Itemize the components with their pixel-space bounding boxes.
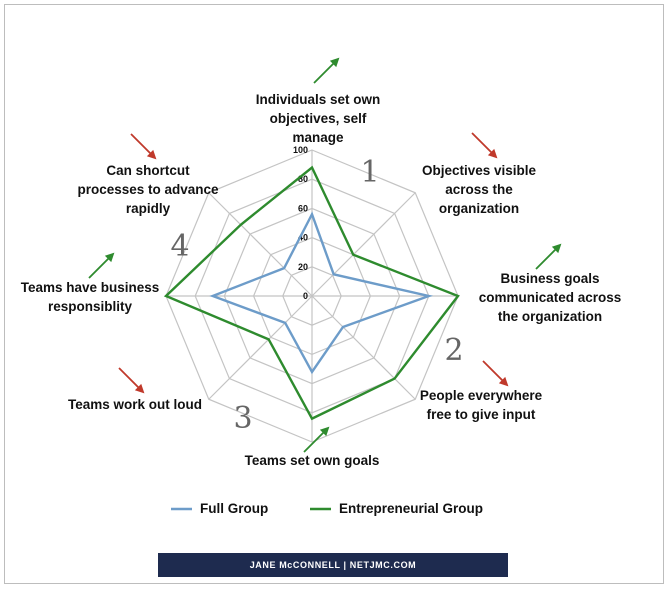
category-label: Individuals set own objectives, self manag…: [256, 92, 381, 145]
category-label-line: Teams have business: [21, 280, 160, 295]
grid-spoke: [311, 295, 416, 400]
category-label-line: Can shortcut: [106, 163, 190, 178]
category-label: Teams set own goals: [245, 453, 380, 468]
category-label-line: across the: [445, 182, 513, 197]
category-label-line: the organization: [498, 309, 602, 324]
quadrant-number: 3: [233, 401, 252, 436]
trend-arrow-down-icon: [118, 367, 145, 394]
trend-arrow-up-icon: [303, 426, 330, 453]
category-label: Teams have business responsiblity: [21, 280, 160, 314]
category-label-line: manage: [292, 130, 344, 145]
quadrant-number: 1: [360, 155, 379, 190]
category-label-line: responsiblity: [48, 299, 133, 314]
tick-label: 60: [298, 203, 308, 213]
arrow-head: [498, 376, 509, 387]
grid-spoke: [208, 192, 313, 297]
tick-label: 40: [298, 233, 308, 243]
trend-arrow-down-icon: [471, 132, 498, 159]
category-label-line: People everywhere: [420, 388, 543, 403]
trend-arrow-down-icon: [130, 133, 157, 160]
arrow-head: [487, 148, 498, 159]
category-label: Objectives visible across the organization: [422, 163, 537, 216]
arrow-head: [146, 149, 157, 160]
tick-label: 100: [293, 145, 308, 155]
arrow-head: [329, 57, 340, 68]
category-labels: Individuals set own objectives, self manag…: [21, 92, 622, 468]
category-label-line: Business goals: [500, 271, 599, 286]
trend-arrow-up-icon: [313, 57, 340, 84]
trend-arrow-up-icon: [88, 252, 115, 279]
category-label: People everywhere free to give input: [420, 388, 543, 422]
category-label-line: Objectives visible: [422, 163, 537, 178]
radial-tick-labels: 0 20 40 60 80 100: [293, 145, 308, 301]
category-label-line: rapidly: [126, 201, 171, 216]
legend: Full Group Entrepreneurial Group: [171, 501, 483, 516]
category-label-line: processes to advance: [77, 182, 219, 197]
arrow-head: [551, 243, 562, 254]
category-label-line: communicated across: [479, 290, 622, 305]
tick-label: 80: [298, 174, 308, 184]
category-label-line: Teams set own goals: [245, 453, 380, 468]
legend-label: Entrepreneurial Group: [339, 501, 483, 516]
legend-label: Full Group: [200, 501, 268, 516]
quadrant-number: 4: [170, 229, 189, 264]
category-label-line: objectives, self: [270, 111, 367, 126]
trend-arrow-up-icon: [535, 243, 562, 270]
category-label-line: free to give input: [427, 407, 536, 422]
arrow-head: [104, 252, 115, 263]
tick-label: 0: [303, 291, 308, 301]
quadrant-numbers: 1 2 3 4: [170, 155, 463, 436]
series-line-entrepreneurial-group: [163, 165, 460, 421]
quadrant-number: 2: [444, 333, 463, 368]
arrow-head: [134, 383, 145, 394]
category-label: Can shortcut processes to advance rapidly: [77, 163, 219, 216]
category-label: Teams work out loud: [68, 397, 202, 412]
series-line-full-group: [209, 211, 434, 375]
series-layer: [163, 165, 460, 421]
category-label-line: organization: [439, 201, 519, 216]
arrow-head: [319, 426, 330, 437]
chart-frame: [4, 4, 664, 584]
trend-arrow-down-icon: [482, 360, 509, 387]
category-label: Business goals communicated across the org…: [479, 271, 622, 324]
category-label-line: Individuals set own: [256, 92, 381, 107]
radar-grid: [165, 149, 459, 443]
trend-arrows: [88, 57, 562, 453]
grid-spoke: [208, 295, 313, 400]
tick-label: 20: [298, 262, 308, 272]
footer-banner: JANE McCONNELL | NETJMC.COM: [158, 553, 508, 577]
grid-spoke: [311, 192, 416, 297]
category-label-line: Teams work out loud: [68, 397, 202, 412]
